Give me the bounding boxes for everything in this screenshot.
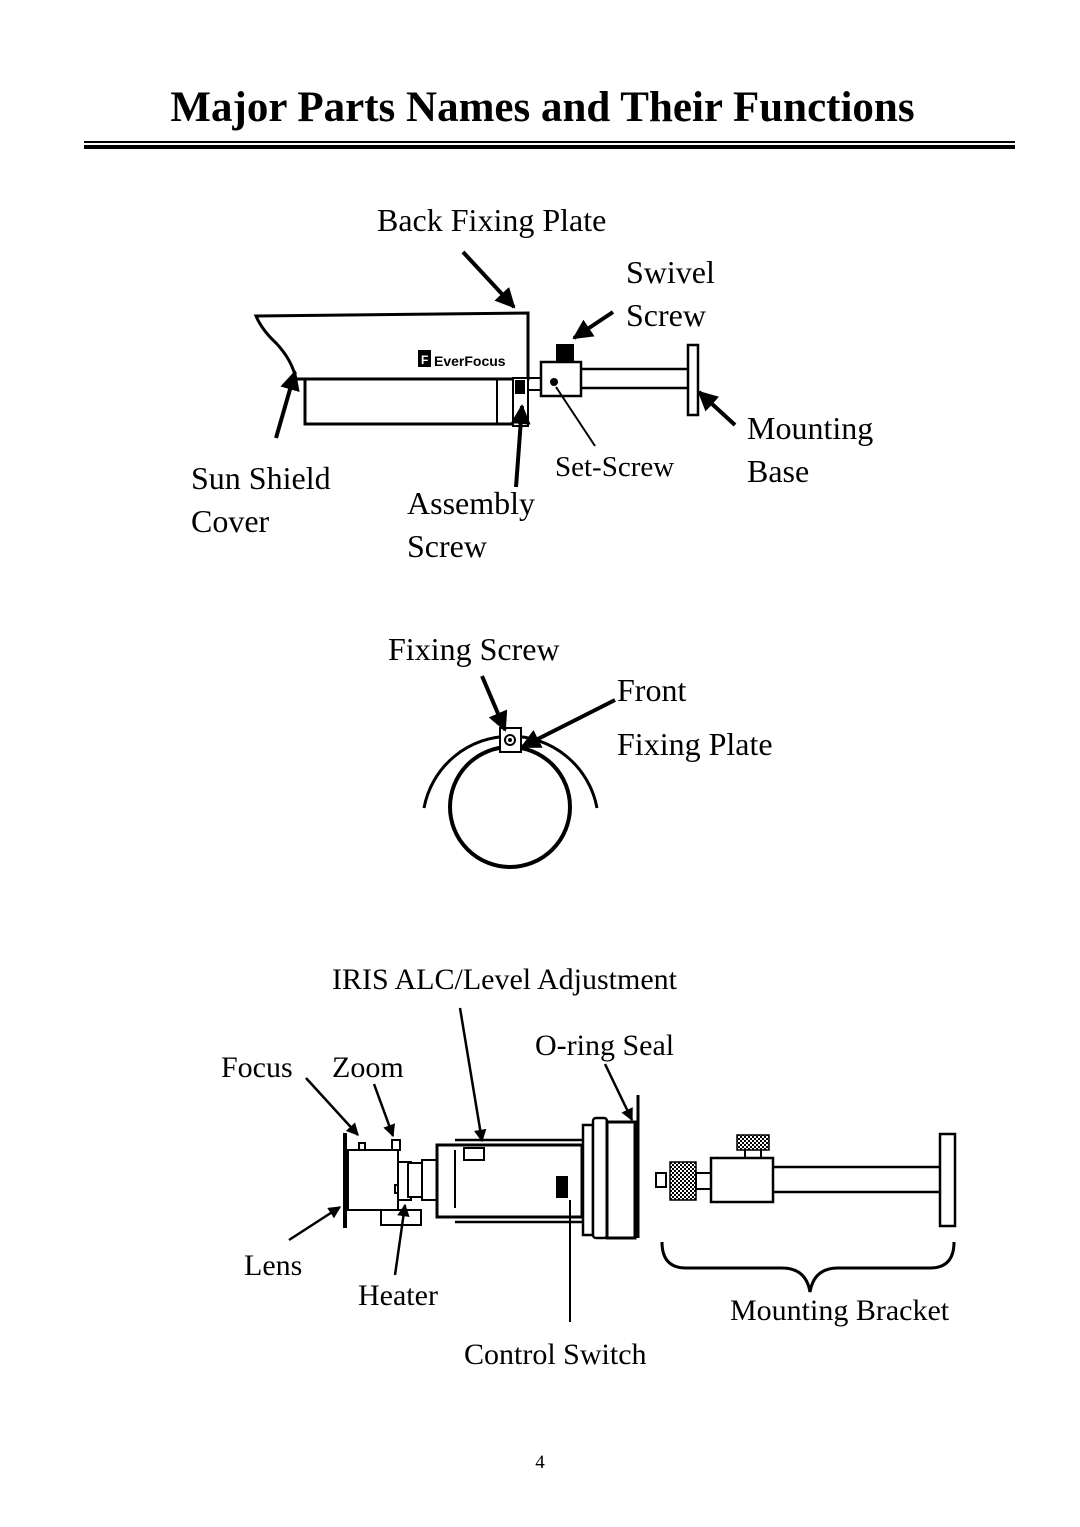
arrow-o-ring-seal: [603, 1063, 634, 1122]
arrow-fixing-screw: [480, 675, 508, 732]
arrow-focus: [305, 1077, 359, 1136]
set-screw-dot: [550, 378, 558, 386]
exploded-internal-view: [343, 1095, 957, 1293]
arrow-iris-alc: [458, 1007, 487, 1143]
front-lens-ring: [448, 745, 572, 869]
label-swivel-screw: Swivel Screw: [626, 254, 715, 333]
label-zoom: Zoom: [332, 1051, 404, 1084]
leader-set-screw: [555, 386, 596, 447]
label-assembly-screw: Assembly Screw: [407, 485, 535, 564]
arrow-lens: [288, 1205, 342, 1242]
page-title: Major Parts Names and Their Functions: [170, 84, 915, 131]
sun-shield-cover: [253, 311, 530, 381]
arrow-swivel-screw: [572, 310, 615, 340]
arrow-heater: [393, 1203, 410, 1276]
title-rule-thick: [84, 145, 1015, 149]
arrow-assembly-screw: [510, 404, 531, 488]
label-focus: Focus: [221, 1051, 293, 1084]
label-sun-shield-cover: Sun Shield Cover: [191, 460, 331, 539]
arrow-mounting-base: [697, 390, 737, 427]
svg-text:EverFocus: EverFocus: [434, 353, 506, 369]
label-control-switch: Control Switch: [464, 1338, 647, 1371]
label-iris-alc-level-adjustment: IRIS ALC/Level Adjustment: [332, 963, 677, 996]
o-ring-seal: [581, 1123, 595, 1237]
mounting-base: [686, 343, 700, 417]
mounting-bracket-assembly: [655, 1132, 957, 1228]
label-mounting-base: Mounting Base: [747, 410, 874, 489]
bracket-block: [709, 1156, 775, 1204]
bracket-knurled-knob: [736, 1134, 770, 1151]
arrow-front-fixing-plate: [520, 698, 616, 749]
label-o-ring-seal: O-ring Seal: [535, 1029, 675, 1062]
page-number: 4: [535, 1452, 545, 1473]
bracket-knurled-nut: [669, 1161, 697, 1201]
label-back-fixing-plate: Back Fixing Plate: [377, 202, 607, 238]
label-fixing-screw: Fixing Screw: [388, 631, 560, 667]
label-lens: Lens: [244, 1249, 303, 1282]
arrow-zoom: [372, 1083, 396, 1138]
svg-text:F: F: [421, 353, 428, 367]
lens-mount-plate: [343, 1133, 347, 1228]
label-mounting-bracket: Mounting Bracket: [730, 1294, 950, 1327]
mounting-bracket-brace: [660, 1241, 956, 1293]
arrow-sun-shield: [274, 370, 300, 439]
housing-body: [303, 377, 519, 426]
front-view: [422, 727, 599, 869]
swivel-block: [539, 360, 583, 398]
bracket-base: [938, 1132, 957, 1228]
label-heater: Heater: [358, 1279, 438, 1312]
label-front-fixing-plate: Front Fixing Plate: [617, 672, 773, 762]
label-set-screw: Set-Screw: [555, 451, 675, 483]
everfocus-logo: F EverFocus: [418, 350, 506, 369]
arrow-back-fixing-plate: [461, 250, 516, 309]
swivel-screw-knob: [556, 344, 574, 362]
title-rule-thin: [84, 141, 1015, 143]
